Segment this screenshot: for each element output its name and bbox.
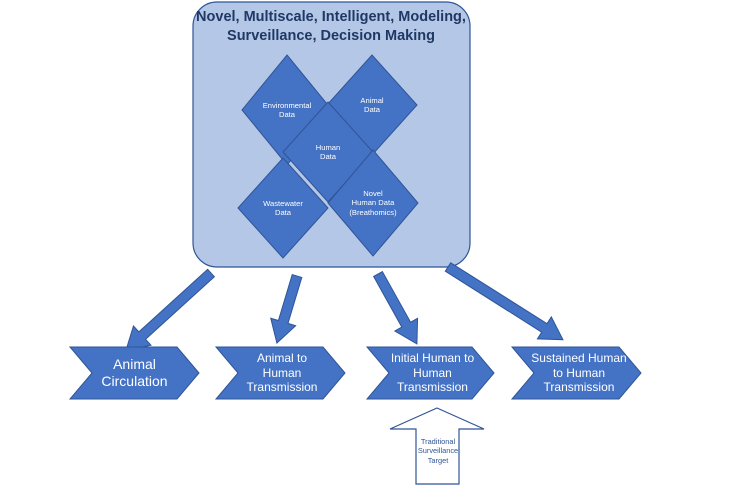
arrow-to-animal-to-human bbox=[270, 273, 303, 344]
arrow-to-sustained-human bbox=[444, 262, 564, 341]
traditional-surveillance-target-arrow bbox=[389, 407, 485, 485]
animal-data-label: Animal Data bbox=[360, 95, 384, 114]
arrow-to-animal-circulation bbox=[125, 268, 216, 352]
traditional-surveillance-target-label: Traditional Surveillance Target bbox=[417, 437, 459, 465]
human-data-label: Human Data bbox=[315, 142, 341, 161]
environmental-data-label: Environmental Data bbox=[262, 100, 312, 119]
novel-human-data-label: Novel Human Data (Breathomics) bbox=[349, 189, 397, 217]
stage-chevrons bbox=[68, 346, 642, 400]
sustained-human-label: Sustained Human to Human Transmission bbox=[531, 351, 627, 395]
animal-circulation-chevron bbox=[68, 346, 200, 400]
novel-human-data-diamond bbox=[327, 149, 419, 257]
panel-title: Novel, Multiscale, Intelligent, Modeling… bbox=[196, 9, 466, 45]
animal-to-human-chevron bbox=[214, 346, 346, 400]
animal-circulation-label: Animal Circulation bbox=[101, 355, 168, 389]
initial-human-chevron bbox=[365, 346, 495, 400]
flow-arrows bbox=[125, 262, 564, 352]
data-diamonds bbox=[237, 54, 419, 259]
initial-human-label: Initial Human to Human Transmission bbox=[390, 351, 475, 395]
animal-to-human-label: Animal to Human Transmission bbox=[246, 351, 318, 395]
wastewater-data-diamond bbox=[237, 157, 329, 259]
arrow-to-initial-human bbox=[372, 270, 419, 345]
wastewater-data-label: Wastewater Data bbox=[263, 198, 303, 217]
sustained-human-chevron bbox=[510, 346, 642, 400]
